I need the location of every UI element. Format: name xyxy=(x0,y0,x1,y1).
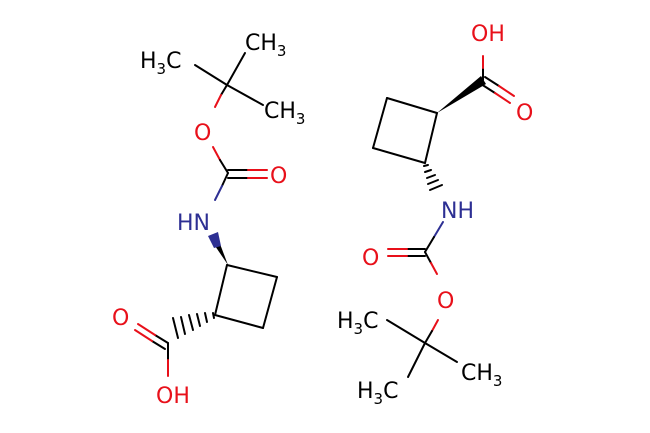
oxygen-label: O xyxy=(437,289,454,314)
bond xyxy=(424,251,432,264)
hydroxyl-label: OH xyxy=(471,22,505,47)
oxygen-label: O xyxy=(194,121,211,146)
ring-bond xyxy=(372,97,388,149)
ring-bond xyxy=(214,314,264,329)
nitrogen-label: HN xyxy=(177,211,210,236)
bond xyxy=(219,159,229,174)
wedge-bond xyxy=(208,232,221,248)
hydroxyl-label: OH xyxy=(156,384,190,409)
bond xyxy=(386,319,426,344)
methyl-label: CH3 xyxy=(461,361,502,390)
bond xyxy=(194,64,228,86)
methyl-label: CH3 xyxy=(264,99,305,128)
ring-bond xyxy=(226,264,278,278)
double-bond xyxy=(480,83,496,94)
oxygen-label: O xyxy=(362,246,379,271)
oxygen-label: O xyxy=(516,101,533,126)
oxygen-label: O xyxy=(112,306,129,331)
right-molecule: OH O NH O O H3C CH3 H3C xyxy=(337,22,533,408)
methyl-label: H3C xyxy=(140,49,181,78)
bond xyxy=(226,52,246,86)
methyl-label: H3C xyxy=(357,379,398,408)
bond xyxy=(424,330,433,344)
methyl-label: H3C xyxy=(337,309,378,338)
oxygen-label: O xyxy=(270,164,287,189)
bond xyxy=(407,342,426,378)
ring-bond xyxy=(262,276,278,329)
bond xyxy=(431,319,439,332)
double-bond xyxy=(154,334,169,344)
wedge-bond xyxy=(437,76,486,113)
left-molecule: H3C CH3 CH3 O O HN O OH xyxy=(112,31,305,409)
bond xyxy=(430,262,438,275)
double-bond xyxy=(134,329,153,342)
bond xyxy=(212,146,221,161)
double-bond xyxy=(498,85,515,97)
double-bond xyxy=(137,323,156,336)
bond xyxy=(214,185,223,201)
bond xyxy=(214,94,222,108)
bond xyxy=(433,221,444,238)
bond xyxy=(220,84,228,96)
ring-bond xyxy=(214,264,228,316)
bond xyxy=(424,236,435,253)
nitrogen-label: NH xyxy=(441,199,474,224)
double-bond xyxy=(494,92,511,104)
double-bond xyxy=(484,76,500,87)
ring-bond xyxy=(424,112,438,164)
double-bond xyxy=(151,340,166,350)
bond xyxy=(221,172,229,187)
ring-bond xyxy=(372,147,426,164)
bond xyxy=(226,84,264,106)
bond xyxy=(424,342,458,363)
ring-bond xyxy=(386,97,438,114)
hash-bond xyxy=(172,312,215,339)
hash-bond xyxy=(423,164,443,191)
methyl-label: CH3 xyxy=(245,31,286,60)
